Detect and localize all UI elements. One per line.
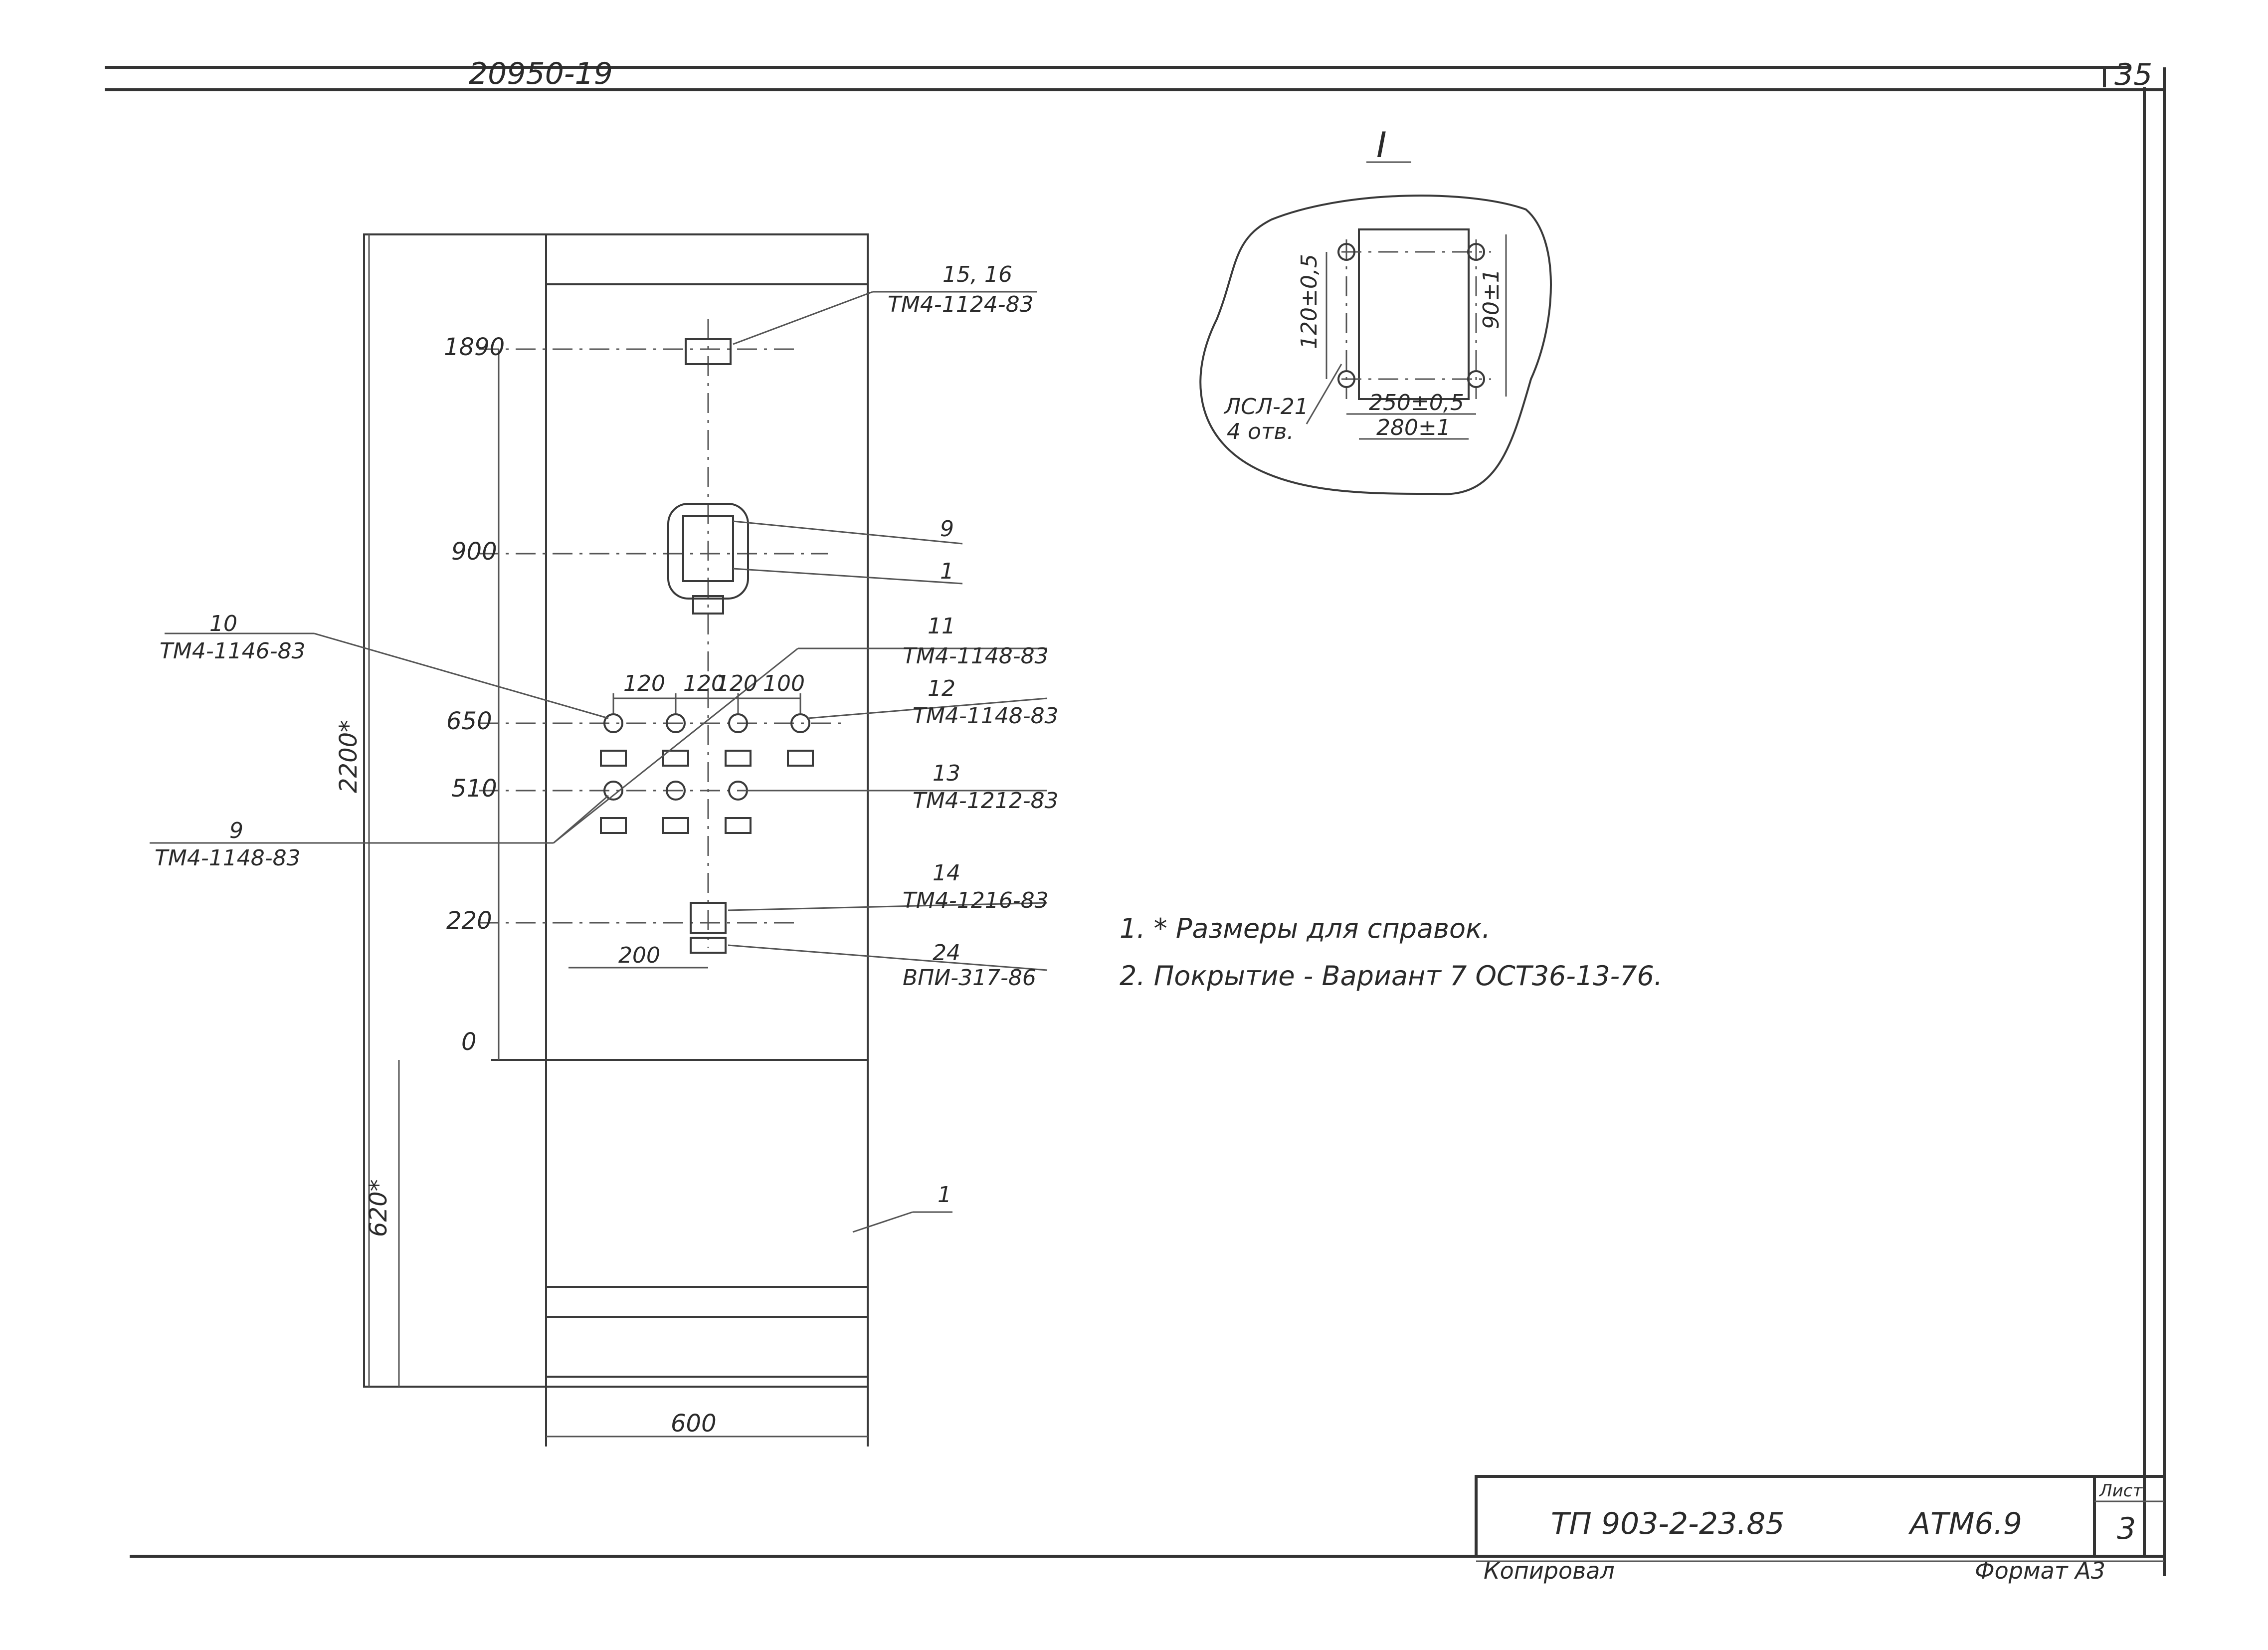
callout-pos1-base: 1 (938, 1182, 951, 1208)
section-dim-left: 120±0,5 (1297, 254, 1322, 349)
overall-height: 2200* (335, 720, 363, 793)
callout-pos9: 9 (940, 516, 954, 542)
section-view: I (1199, 125, 1552, 495)
section-leader-sub: 4 отв. (1227, 419, 1294, 444)
section-leader-label: ЛСЛ-21 (1223, 394, 1309, 419)
title-doc-code: АТМ6.9 (1908, 1506, 2022, 1541)
callout-top-num: 15, 16 (943, 262, 1012, 287)
panel (363, 233, 869, 1446)
spacing-1: 120 (623, 671, 665, 696)
spacing-4: 100 (763, 671, 805, 696)
page-number: 35 (2114, 57, 2152, 92)
callout-right1-num: 11 (928, 614, 955, 639)
callout-left-top-code: ТМ4-1146-83 (160, 638, 306, 664)
callout-right4-num: 14 (933, 860, 960, 886)
callout-left-bottom-code: ТМ4-1148-83 (155, 845, 301, 871)
section-dim-right: 90±1 (1479, 269, 1504, 329)
callout-right5-code: ВПИ-317-86 (903, 965, 1036, 991)
spacing-2: 120 (683, 671, 725, 696)
title-sheet-no: 3 (2117, 1511, 2136, 1546)
level-220: 220 (446, 907, 492, 935)
callout-top-code: ТМ4-1124-83 (888, 292, 1034, 317)
level-510: 510 (451, 775, 497, 803)
offset-200: 200 (618, 943, 660, 968)
callout-left-bottom-num: 9 (229, 818, 243, 843)
callout-right3-num: 13 (933, 761, 960, 786)
note-2: 2. Покрытие - Вариант 7 ОСТ36-13-76. (1120, 960, 1663, 992)
title-format: Формат А3 (1975, 1557, 2105, 1584)
title-block (1475, 1475, 2166, 1562)
callout-right1-code: ТМ4-1148-83 (903, 643, 1049, 669)
title-copied-by: Копировал (1484, 1557, 1615, 1584)
top-code: 20950-19 (469, 56, 613, 91)
level-650: 650 (446, 707, 492, 735)
title-project: ТП 903-2-23.85 (1551, 1506, 1785, 1541)
panel-width: 600 (671, 1410, 717, 1438)
note-1: 1. * Размеры для справок. (1120, 913, 1491, 944)
section-title: I (1376, 125, 1387, 166)
callout-left-top-num: 10 (209, 611, 237, 636)
level-0: 0 (461, 1028, 477, 1056)
callout-right4-code: ТМ4-1216-83 (903, 888, 1049, 913)
leaders (150, 291, 1048, 1233)
section-dim-bottom-outer: 280±1 (1376, 415, 1451, 440)
section-dim-bottom-inner: 250±0,5 (1369, 390, 1464, 415)
sheet-frame (105, 66, 2166, 1576)
callout-right2-code: ТМ4-1148-83 (913, 703, 1059, 729)
spacing-3: 120 (716, 671, 757, 696)
level-1890: 1890 (444, 333, 505, 361)
title-sheet-label: Лист (2098, 1481, 2143, 1501)
callout-pos1: 1 (940, 559, 954, 584)
callout-right2-num: 12 (928, 676, 955, 701)
base-height: 620* (365, 1179, 392, 1237)
level-900: 900 (451, 538, 497, 566)
callout-right3-code: ТМ4-1212-83 (913, 788, 1059, 814)
callout-right5-num: 24 (933, 940, 960, 966)
